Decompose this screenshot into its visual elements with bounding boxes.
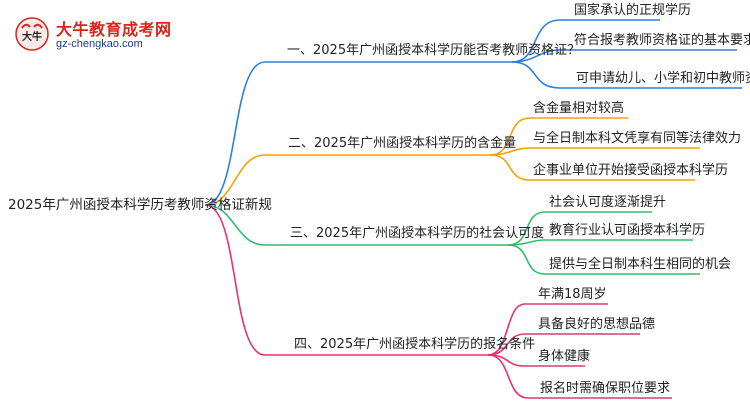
branch-4-connectors [204,204,672,399]
branch-2-leaf-1: 含金量相对较高 [533,101,625,116]
branch-2-connectors [204,117,700,206]
branch-2-title: 二、2025年广州函授本科学历的含金量 [288,136,517,151]
branch-4-leaf-2: 具备良好的思想品德 [538,317,656,332]
branch-4-leaf-1: 年满18周岁 [538,287,607,302]
branch-1-connectors [204,19,742,206]
site-logo[interactable]: 大牛 大牛教育成考网 gz-chengkao.com [14,14,214,54]
branch-3-leaf-2: 教育行业认可函授本科学历 [549,223,706,238]
logo-mark-text: 大牛 [22,30,42,43]
branch-3-leaf-3: 提供与全日制本科生相同的机会 [549,257,732,272]
branch-2-leaf-2: 与全日制本科文凭享有同等法律效力 [533,131,742,146]
bull-logo-icon: 大牛 [15,17,49,51]
branch-4-leaf-3: 身体健康 [538,349,591,364]
branch-3-connectors [204,204,700,275]
branch-1-title: 一、2025年广州函授本科学历能否考教师资格证？ [287,43,581,58]
branch-1-leaf-2: 符合报考教师资格证的基本要求 [574,33,750,48]
branch-2-leaf-3: 企事业单位开始接受函授本科学历 [533,163,729,178]
branch-3-title: 三、2025年广州函授本科学历的社会认可度 [290,226,545,241]
brand-domain: gz-chengkao.com [56,38,143,50]
branch-3-leaf-1: 社会认可度逐渐提升 [549,195,667,210]
brand-name: 大牛教育成考网 [56,20,172,39]
branch-4-title: 四、2025年广州函授本科学历的报名条件 [294,337,536,352]
branch-4-leaf-4: 报名时需确保职位要求 [540,381,671,396]
branch-1-leaf-3: 可申请幼儿、小学和初中教师资格证 [576,71,750,86]
branch-1-leaf-1: 国家承认的正规学历 [574,3,692,18]
root-topic: 2025年广州函授本科学历考教师资格证新规 [8,197,272,213]
